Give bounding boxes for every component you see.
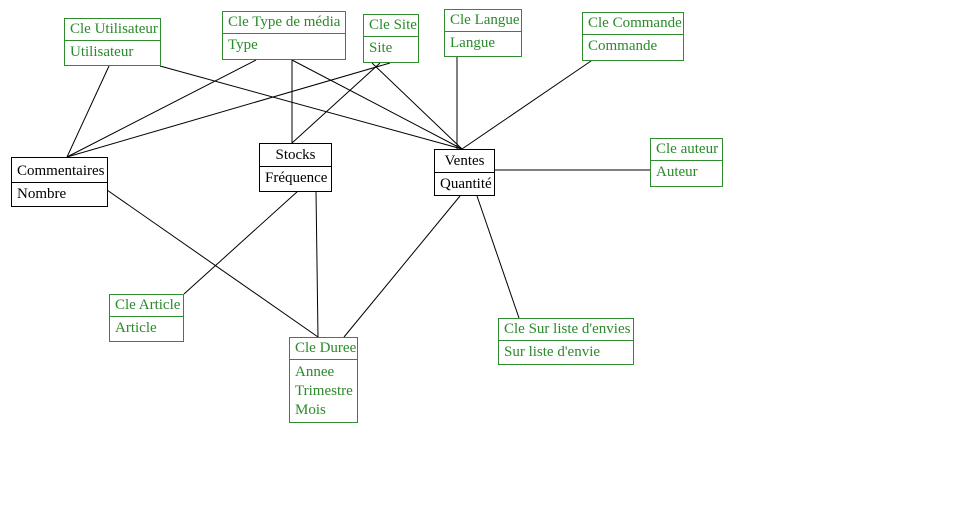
dimension-title: Cle Type de média [223,12,345,34]
fact-title: Stocks [260,144,331,167]
link-ventes-sur-liste [476,195,520,319]
link-stocks-duree [315,190,319,338]
dimension-title: Cle Duree [290,338,357,360]
dimension-cle-utilisateur: Cle Utilisateur Utilisateur [64,18,161,66]
dimension-title: Cle auteur [651,139,722,161]
dimension-attribute: Langue [450,35,495,51]
dimension-attribute: Commande [588,38,658,54]
dimension-attribute: Utilisateur [70,44,134,60]
link-ventes-commande [461,60,592,150]
link-commentaires-utilisateur [66,65,110,158]
fact-title: Ventes [435,150,494,173]
fact-title: Commentaires [12,158,107,183]
link-commentaires-duree [106,189,319,338]
link-ventes-utilisateur [159,65,463,150]
fact-attribute: Fréquence [265,170,328,186]
dimension-attribute: Type [228,37,258,53]
dimension-cle-sur-liste-envies: Cle Sur liste d'envies Sur liste d'envie [498,318,634,365]
dimension-attribute: Article [115,320,157,336]
dimension-attribute: Sur liste d'envie [504,344,601,360]
dimension-cle-type-media: Cle Type de média Type [222,11,346,60]
link-ventes-site [371,62,463,150]
link-ventes-duree [343,195,461,338]
dimension-title: Cle Site [364,15,418,37]
link-stocks-site [291,62,381,144]
fact-commentaires: Commentaires Nombre [11,157,108,207]
link-ventes-type-media [291,59,463,150]
link-commentaires-site [66,62,391,158]
dimension-cle-article: Cle Article Article [109,294,184,342]
dimension-cle-duree: Cle Duree Annee Trimestre Mois [289,337,358,423]
dimension-title: Cle Langue [445,10,521,32]
dimension-cle-commande: Cle Commande Commande [582,12,684,61]
dimension-attribute: Trimestre [295,383,353,399]
dimension-cle-langue: Cle Langue Langue [444,9,522,57]
dimension-attribute: Site [369,40,393,56]
dimension-title: Cle Sur liste d'envies [499,319,633,341]
fact-attribute: Nombre [17,186,67,202]
dimension-attribute: Auteur [656,164,698,180]
dimension-cle-auteur: Cle auteur Auteur [650,138,723,187]
dimension-attribute: Mois [295,402,326,418]
fact-stocks: Stocks Fréquence [259,143,332,192]
link-stocks-article [183,190,299,295]
link-commentaires-type-media [66,59,257,158]
fact-ventes: Ventes Quantité [434,149,495,196]
dimension-cle-site: Cle Site Site [363,14,419,63]
dimension-title: Cle Utilisateur [65,19,160,41]
fact-attribute: Quantité [440,176,492,192]
dimension-attribute: Annee [295,364,335,380]
dimension-title: Cle Commande [583,13,683,35]
dimension-title: Cle Article [110,295,183,317]
